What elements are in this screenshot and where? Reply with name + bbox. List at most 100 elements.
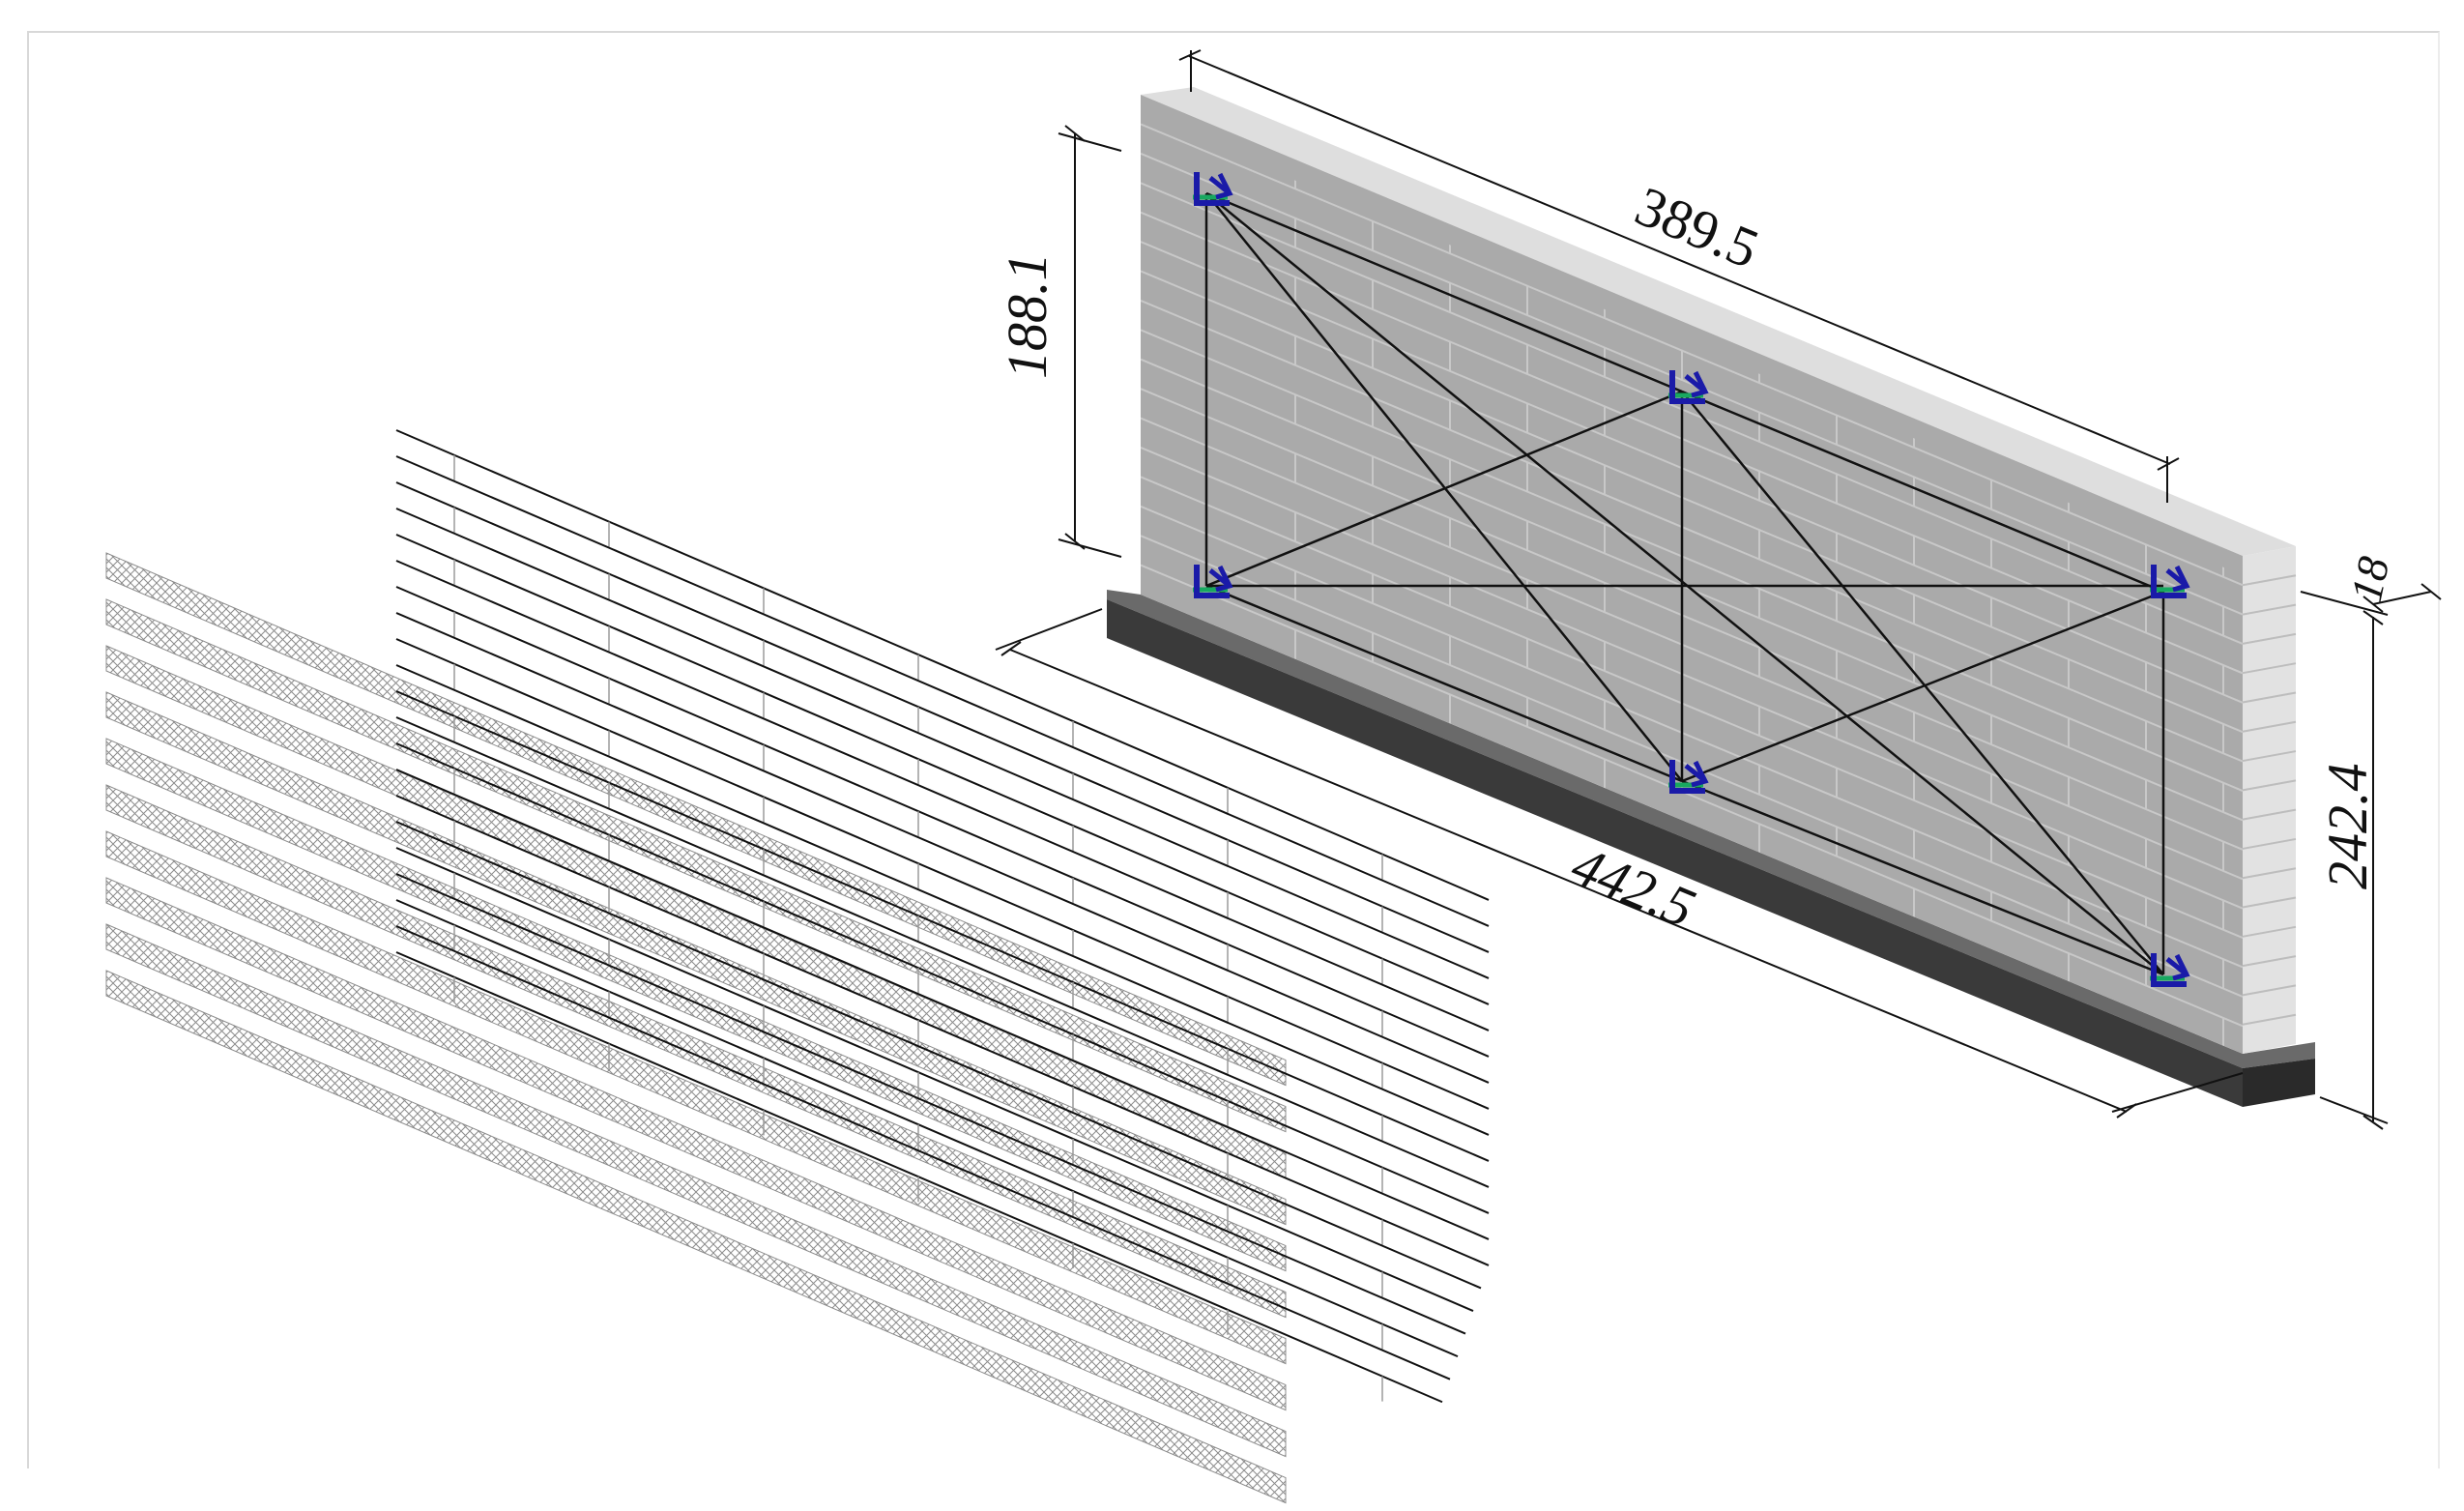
- foundation-beam: [1107, 590, 2315, 1107]
- sensor-arrow: [1684, 760, 1709, 788]
- course-line: [395, 742, 1490, 1214]
- end-joint: [2242, 603, 2297, 616]
- mortar-bed-joint: [1141, 270, 2243, 734]
- sensor-line: [1681, 390, 2164, 594]
- mortar-bed-joint: [1141, 152, 2243, 616]
- mortar-bed-joint: [1141, 329, 2243, 792]
- sensor-arrow: [1208, 172, 1233, 200]
- end-joint: [2242, 837, 2297, 850]
- geogrid-strip: [105, 970, 1287, 1504]
- sensor-line: [1205, 192, 1683, 782]
- course-line: [395, 769, 1490, 1240]
- course-line: [395, 716, 1490, 1188]
- dim-ext: [995, 608, 1103, 651]
- mortar-bed-joint: [1141, 417, 2243, 881]
- dim-label-wall-length: 389.5: [1627, 174, 1767, 280]
- dim-line-18: [2372, 591, 2432, 605]
- mortar-bed-joint: [1141, 299, 2243, 763]
- course-line: [395, 586, 1490, 1058]
- brick-mortar-joints: [1141, 123, 2243, 1048]
- mortar-bed-joint: [1141, 535, 2243, 998]
- dim-ext: [2300, 591, 2389, 616]
- dim-line-389: [1188, 55, 2171, 465]
- end-joint: [2242, 808, 2297, 821]
- course-line: [395, 795, 1490, 1266]
- sensor-bracket: [2151, 953, 2187, 987]
- dim-tick: [2363, 1115, 2384, 1130]
- sensor-line: [1205, 390, 1683, 588]
- end-joint: [2242, 750, 2297, 763]
- sensor-arrow: [1684, 370, 1709, 398]
- course-line: [395, 508, 1490, 979]
- dim-tick: [1178, 49, 1202, 61]
- geogrid-strip: [105, 738, 1287, 1272]
- sensor-network: [1204, 191, 2165, 976]
- dim-ext: [1058, 132, 1122, 152]
- sensor-line: [1681, 590, 2164, 783]
- course-line: [395, 951, 1443, 1404]
- course-line: [395, 899, 1459, 1358]
- dim-ext: [2319, 1096, 2389, 1124]
- figure-frame: [27, 31, 2440, 1468]
- sensor-bracket: [1669, 760, 1705, 794]
- sensor-line: [1205, 191, 1683, 393]
- mortar-bed-joint: [1141, 447, 2243, 910]
- sensor-line: [1681, 779, 2164, 976]
- dim-label-thickness: 18: [2341, 552, 2398, 606]
- dim-ext: [1058, 538, 1122, 558]
- dim-tick: [2363, 596, 2384, 613]
- course-line: [395, 612, 1490, 1084]
- end-joint: [2242, 984, 2297, 997]
- sensor-icon: [1193, 172, 1233, 206]
- dim-tick: [2363, 610, 2384, 625]
- dim-line-442: [1009, 649, 2128, 1113]
- geogrid-strip: [105, 923, 1287, 1458]
- foundation-top: [1107, 590, 2315, 1068]
- sensor-icon: [1668, 760, 1709, 794]
- end-joint: [2242, 779, 2297, 792]
- end-joint: [2242, 691, 2297, 704]
- wall-end-face: [2243, 546, 2296, 1054]
- geogrid-strip: [105, 877, 1287, 1411]
- sensor-line: [1205, 192, 2164, 975]
- sensor-arrow: [1208, 565, 1233, 593]
- dim-tick: [1000, 641, 1022, 656]
- sensor-line: [1681, 391, 2164, 975]
- mortar-bed-joint: [1141, 182, 2243, 645]
- sensor-line: [1205, 584, 1683, 783]
- course-line: [395, 481, 1490, 953]
- dim-tick: [1064, 125, 1086, 142]
- course-line: [395, 560, 1490, 1032]
- end-joint: [2242, 662, 2297, 675]
- end-joint: [2242, 955, 2297, 968]
- foundation-front: [1107, 599, 2243, 1107]
- geogrid-strip: [105, 691, 1287, 1226]
- mortar-bed-joint: [1141, 388, 2243, 851]
- dim-tick: [2421, 583, 2442, 600]
- brick-course-layers: [395, 429, 1490, 1404]
- course-line: [395, 873, 1466, 1335]
- wall-top-face: [1141, 87, 2296, 556]
- mortar-bed-joint: [1141, 564, 2243, 1028]
- dim-tick: [1064, 533, 1086, 550]
- course-line: [395, 455, 1490, 927]
- mortar-bed-joint: [1141, 123, 2243, 587]
- mortar-bed-joint: [1141, 476, 2243, 940]
- end-joint: [2242, 1013, 2297, 1026]
- foundation-end: [2243, 1059, 2315, 1107]
- end-joint: [2242, 925, 2297, 938]
- course-line: [395, 664, 1490, 1136]
- course-line: [395, 690, 1490, 1162]
- course-line: [395, 638, 1490, 1110]
- sensor-icon: [2150, 953, 2190, 987]
- dim-tick: [2157, 457, 2180, 471]
- course-line: [395, 821, 1482, 1290]
- sensor-arrow: [2165, 953, 2190, 981]
- course-line: [395, 534, 1490, 1005]
- sensor-icon: [2150, 565, 2190, 598]
- mortar-bed-joint: [1141, 241, 2243, 704]
- dimension-lines: [995, 49, 2442, 1130]
- dim-label-wall-height: 242.4: [2316, 764, 2379, 890]
- course-line: [395, 847, 1474, 1312]
